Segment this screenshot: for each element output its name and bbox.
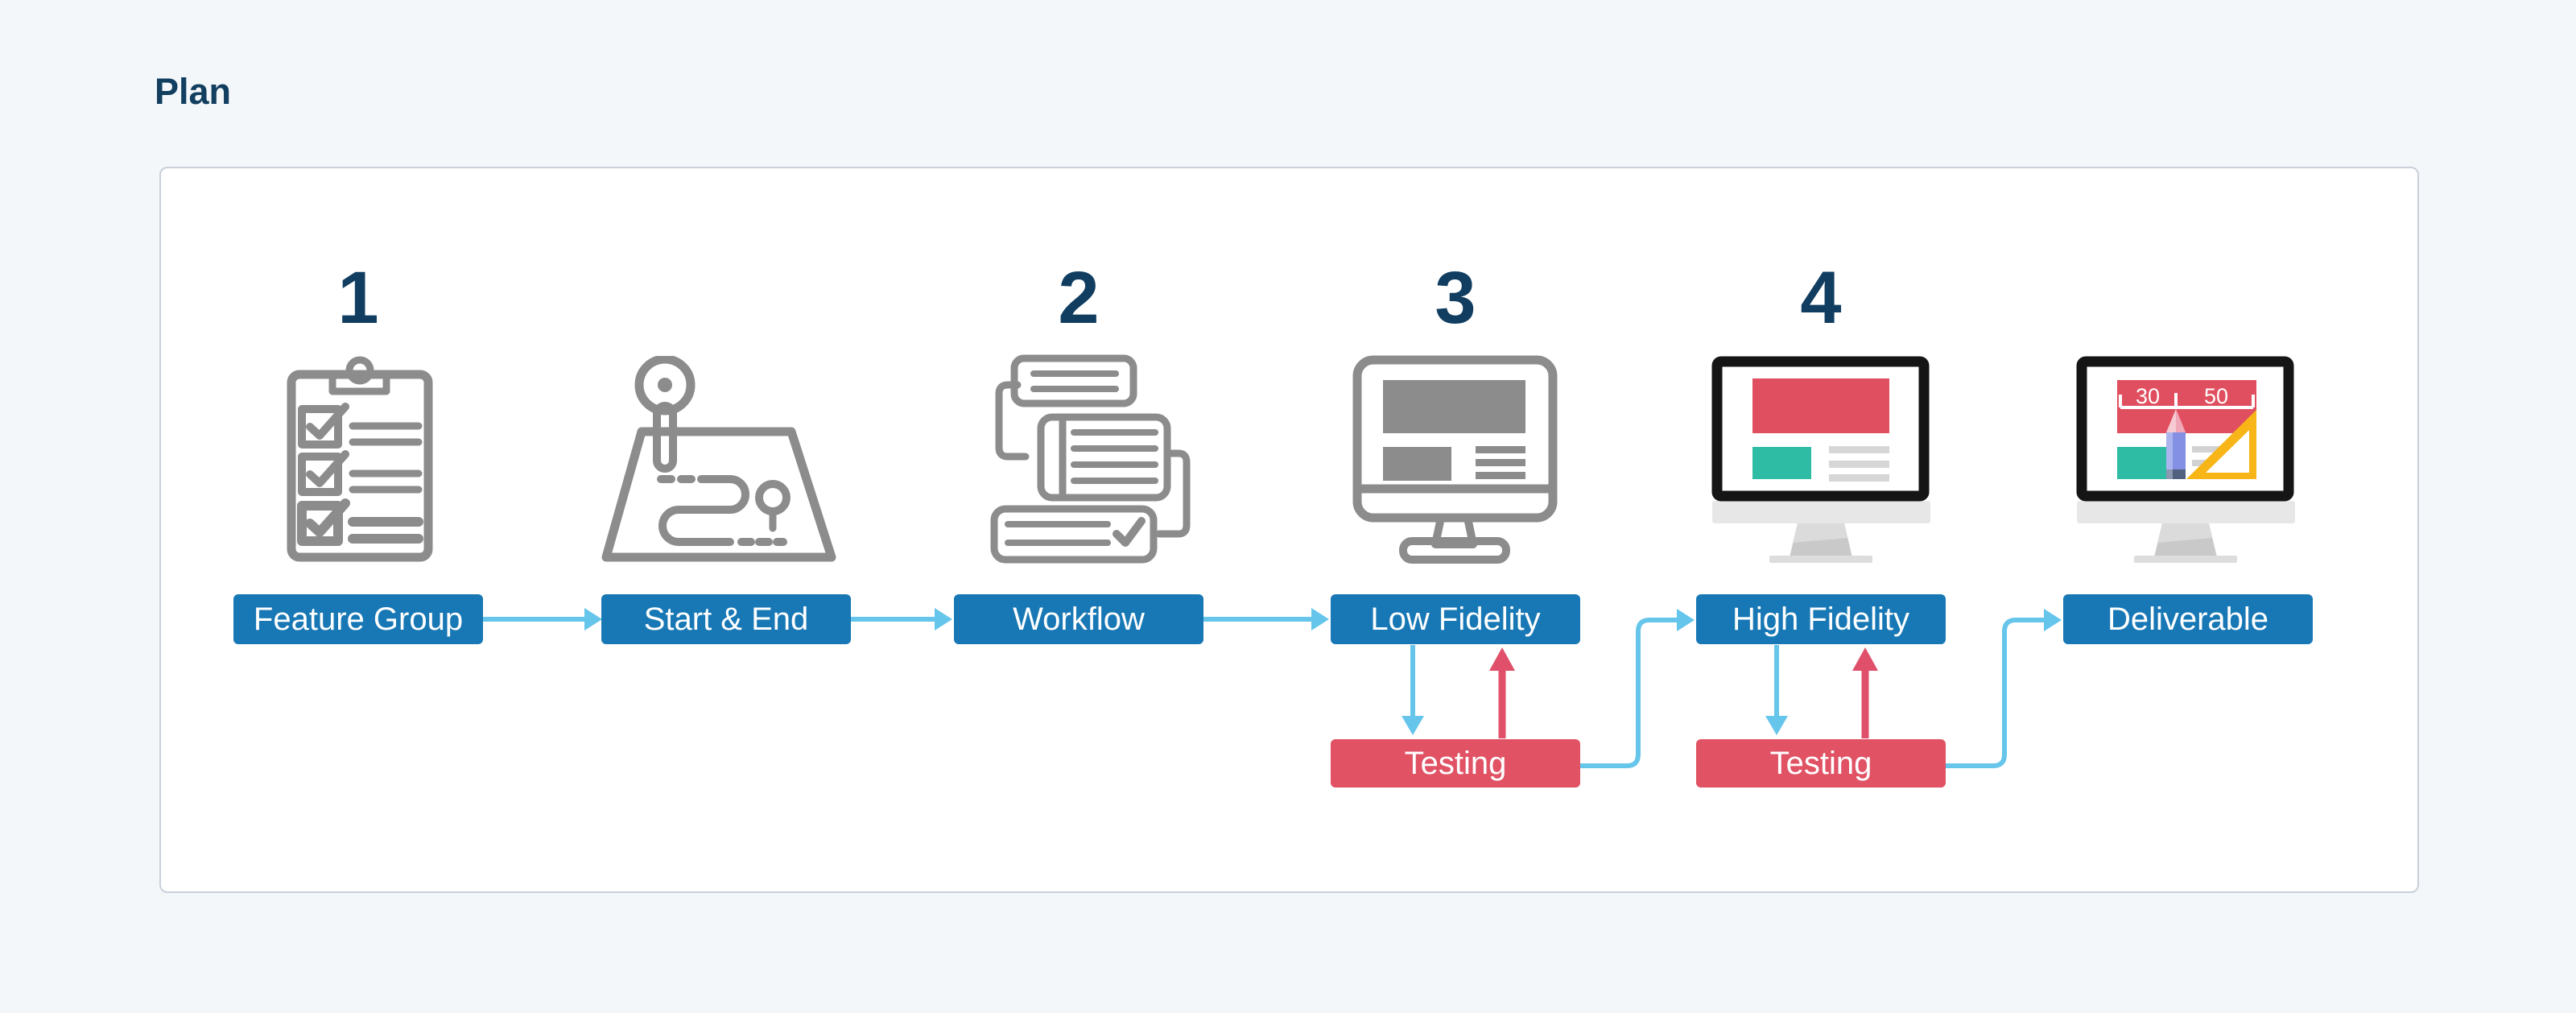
arrowhead-up bbox=[1489, 647, 1515, 671]
flow-node-workflow: Workflow bbox=[954, 594, 1203, 644]
step-number-3: 3 bbox=[1435, 257, 1476, 339]
stacked-cards-icon bbox=[990, 354, 1191, 564]
step-number-2: 2 bbox=[1058, 257, 1100, 339]
flow-node-deliverable: Deliverable bbox=[2063, 594, 2313, 644]
diagram-card bbox=[159, 167, 2419, 893]
flow-node-start-end: Start & End bbox=[601, 594, 851, 644]
flow-node-feature-group: Feature Group bbox=[233, 594, 483, 644]
map-route-icon bbox=[601, 356, 836, 562]
elbow-testing1-to-highfi bbox=[1580, 618, 1678, 768]
flow-node-high-fidelity: High Fidelity bbox=[1696, 594, 1946, 644]
arrowhead bbox=[2044, 609, 2062, 631]
design-tools-monitor-icon: 30 50 bbox=[2076, 356, 2295, 563]
flow-node-testing-highfi: Testing bbox=[1696, 739, 1946, 788]
step-number-4: 4 bbox=[1800, 257, 1842, 339]
measurement-right-value: 50 bbox=[2204, 384, 2228, 408]
measurement-left-value: 30 bbox=[2136, 384, 2160, 408]
wireframe-monitor-icon bbox=[1352, 355, 1558, 564]
clipboard-checklist-icon bbox=[287, 356, 433, 562]
arrowhead-up bbox=[1852, 647, 1878, 671]
red-arrowheads bbox=[1489, 647, 1878, 671]
mockup-monitor-icon bbox=[1711, 356, 1930, 563]
set-square-icon bbox=[2186, 410, 2256, 479]
elbow-testing2-to-deliverable bbox=[1946, 618, 2046, 768]
flow-node-low-fidelity: Low Fidelity bbox=[1331, 594, 1580, 644]
step-number-1: 1 bbox=[337, 257, 379, 339]
arrowhead bbox=[584, 608, 602, 631]
arrowhead-down bbox=[1402, 716, 1424, 735]
arrowhead-down bbox=[1765, 716, 1788, 735]
blue-arrowheads bbox=[584, 608, 2062, 735]
arrowhead bbox=[1311, 608, 1329, 631]
red-feedback-lines bbox=[1498, 669, 1869, 738]
flow-node-testing-lowfi: Testing bbox=[1331, 739, 1580, 788]
pencil-icon bbox=[2166, 409, 2186, 479]
blue-connector-lines bbox=[483, 617, 2046, 768]
arrowhead bbox=[1677, 609, 1695, 631]
page-title: Plan bbox=[155, 71, 232, 112]
arrowhead bbox=[935, 608, 952, 631]
measurement-ruler bbox=[2119, 393, 2255, 409]
